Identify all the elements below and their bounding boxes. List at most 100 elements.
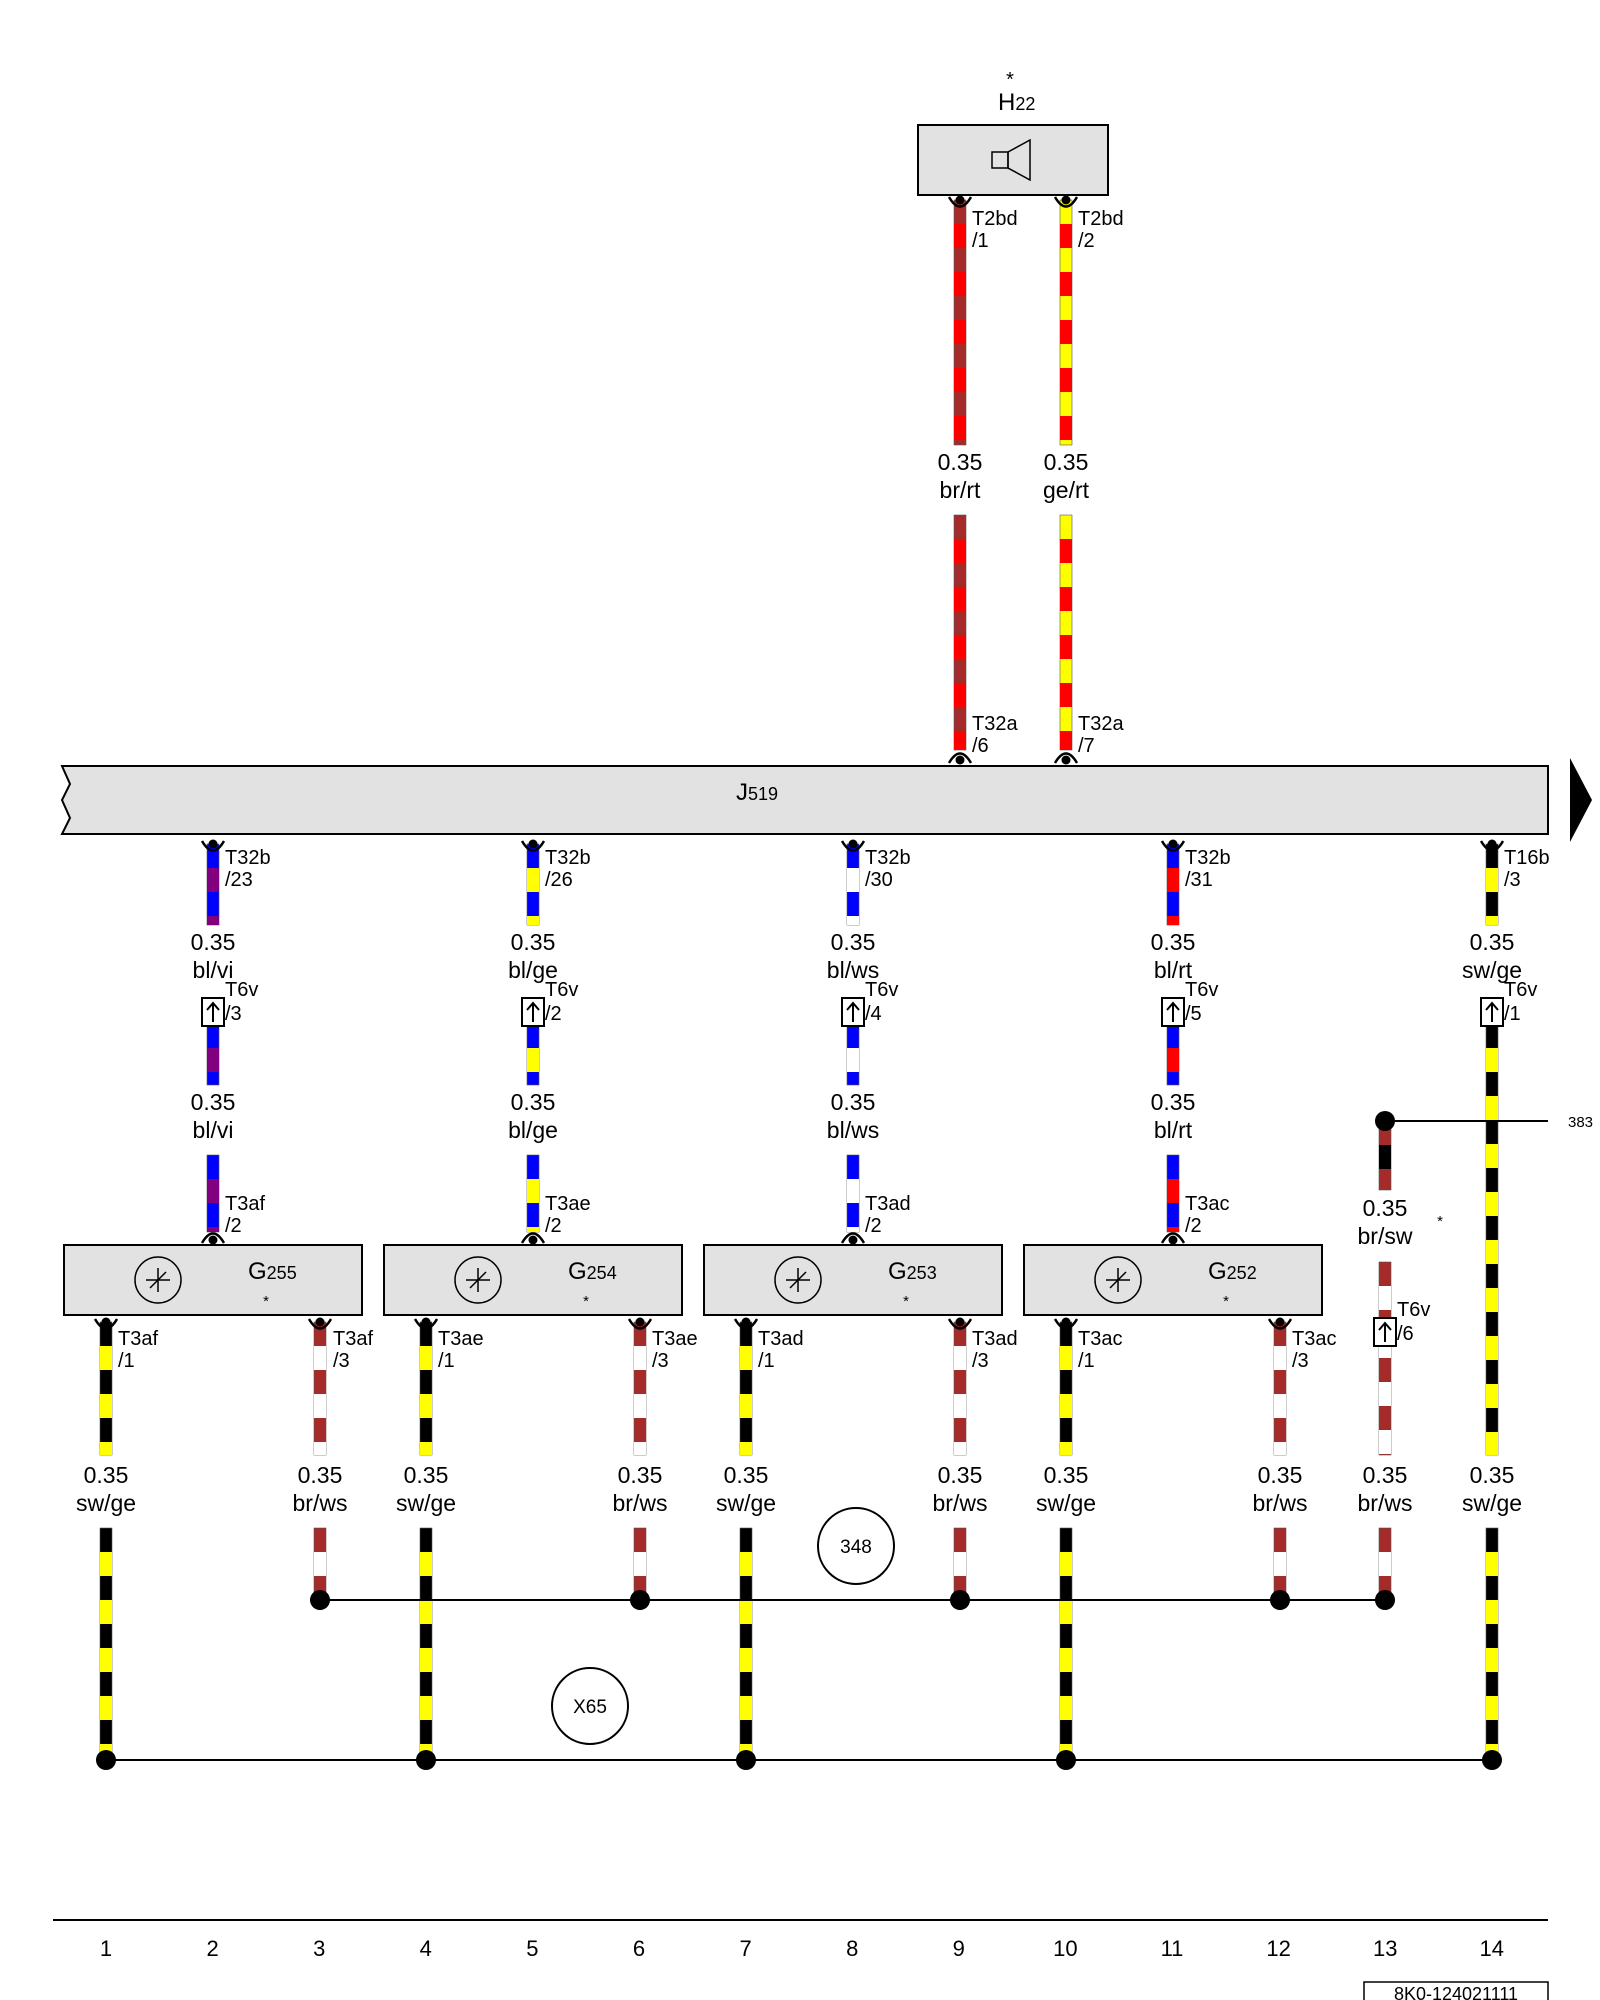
connector-label: T32a	[972, 713, 1018, 735]
document-id: 8K0-124021111	[1363, 1981, 1549, 2000]
junction-dot	[416, 1750, 436, 1770]
wire-gauge: 0.35	[831, 929, 876, 955]
connector-pin-icon	[1160, 1232, 1186, 1245]
connector-label: T6v	[225, 979, 258, 1001]
wire-gauge: 0.35	[1044, 449, 1089, 475]
connector-label: T3ac	[1078, 1328, 1122, 1350]
sensor-icon	[134, 1256, 182, 1304]
column-number: 13	[1373, 1936, 1397, 1961]
connector-label: T32b	[1185, 847, 1231, 869]
wire-color: sw/ge	[396, 1490, 456, 1516]
connector-pin-icon	[840, 1232, 866, 1245]
control-unit-label: J519	[736, 779, 778, 806]
speaker-box	[917, 124, 1109, 196]
sensor-boxes: G255 * G254 * G253 * G252 *	[63, 1244, 1323, 1316]
column-number: 2	[206, 1936, 218, 1961]
speaker-label: H22	[998, 89, 1035, 116]
connector-pin-icon	[947, 195, 973, 208]
sensor-icon	[1094, 1256, 1142, 1304]
branch-wire-labels: 0.35 br/sw * T6v /6 383	[1358, 1114, 1594, 1345]
signal-wire	[846, 1023, 860, 1086]
pin-label: /1	[1078, 1350, 1095, 1372]
connector-pin-icon	[520, 1232, 546, 1245]
bus-wire	[1273, 1527, 1287, 1601]
wire-color: bl/rt	[1154, 1117, 1193, 1143]
connector-label: T16b	[1504, 847, 1550, 869]
connector-pin-icon	[93, 1317, 119, 1330]
wire-color: bl/ge	[508, 957, 558, 983]
wire-gauge: 0.35	[404, 1462, 449, 1488]
speaker-h22: H22 *	[917, 69, 1109, 196]
junction-dot	[1056, 1750, 1076, 1770]
wire-color: br/ws	[1253, 1490, 1308, 1516]
wire-gauge: 0.35	[298, 1462, 343, 1488]
wire-color: sw/ge	[1462, 1490, 1522, 1516]
pin-label: /1	[758, 1350, 775, 1372]
junction-dot	[736, 1750, 756, 1770]
pin-label: /6	[1397, 1323, 1414, 1345]
column-number: 7	[739, 1936, 751, 1961]
column-number: 10	[1053, 1936, 1077, 1961]
wire-color: br/rt	[940, 477, 982, 503]
wire-gauge: 0.35	[1044, 1462, 1089, 1488]
connector-label: T3ad	[972, 1328, 1018, 1350]
pin-label: /3	[333, 1350, 350, 1372]
connector-label: T32b	[225, 847, 271, 869]
column-number: 1	[100, 1936, 112, 1961]
bus-wire	[633, 1527, 647, 1601]
pin-label: /4	[865, 1003, 882, 1025]
wire-color: ge/rt	[1043, 477, 1090, 503]
t6v-connector-icon	[1161, 997, 1185, 1027]
sensor-g255: G255 *	[63, 1244, 363, 1316]
control-unit-bar	[60, 765, 1549, 835]
wire-gauge: 0.35	[618, 1462, 663, 1488]
wire-gauge: 0.35	[511, 929, 556, 955]
connector-label: T6v	[1185, 979, 1218, 1001]
wire-gauge: 0.35	[191, 929, 236, 955]
ground-wire	[1059, 1321, 1073, 1456]
connector-label: T3ae	[652, 1328, 698, 1350]
connector-label: T6v	[1504, 979, 1537, 1001]
signal-wire	[846, 1154, 860, 1233]
pin-label: /23	[225, 869, 253, 891]
column-number: 12	[1266, 1936, 1290, 1961]
bus-wire	[313, 1321, 327, 1456]
junction-dot	[1270, 1590, 1290, 1610]
bus-wire	[1273, 1321, 1287, 1456]
branch-wire	[1378, 1120, 1392, 1191]
wire-color: br/ws	[293, 1490, 348, 1516]
ground-wire	[99, 1321, 113, 1456]
wire-color: bl/rt	[1154, 957, 1193, 983]
connector-pin-icon	[947, 752, 973, 765]
wire-gauge: 0.35	[511, 1089, 556, 1115]
connector-label: T2bd	[1078, 208, 1124, 230]
pin-label: /1	[438, 1350, 455, 1372]
pin-label: /31	[1185, 869, 1213, 891]
junction-dot	[1482, 1750, 1502, 1770]
wire-gauge: 0.35	[724, 1462, 769, 1488]
connector-pin-icon	[307, 1317, 333, 1330]
sensor-g254: G254 *	[383, 1244, 683, 1316]
branch-wire	[1378, 1527, 1392, 1601]
connector-label: T3ad	[865, 1193, 911, 1215]
junction-dots	[96, 1111, 1502, 1770]
wire-color: bl/vi	[193, 957, 234, 983]
pin-label: /7	[1078, 735, 1095, 757]
column-number: 6	[633, 1936, 645, 1961]
signal-wire	[1166, 843, 1180, 926]
wire-color: sw/ge	[1462, 957, 1522, 983]
connector-pin-icon	[947, 1317, 973, 1330]
pin-label: /1	[972, 230, 989, 252]
connector-pin-icon	[733, 1317, 759, 1330]
speaker-icon	[991, 138, 1031, 182]
wire-color: sw/ge	[1036, 1490, 1096, 1516]
pin-label: /3	[225, 1003, 242, 1025]
connector-pin-icon	[1053, 752, 1079, 765]
connector-label: T2bd	[972, 208, 1018, 230]
pin-label: /3	[1292, 1350, 1309, 1372]
sensor-icon	[454, 1256, 502, 1304]
sensor-label: G252	[1208, 1258, 1257, 1285]
wire-color: bl/ws	[827, 957, 879, 983]
